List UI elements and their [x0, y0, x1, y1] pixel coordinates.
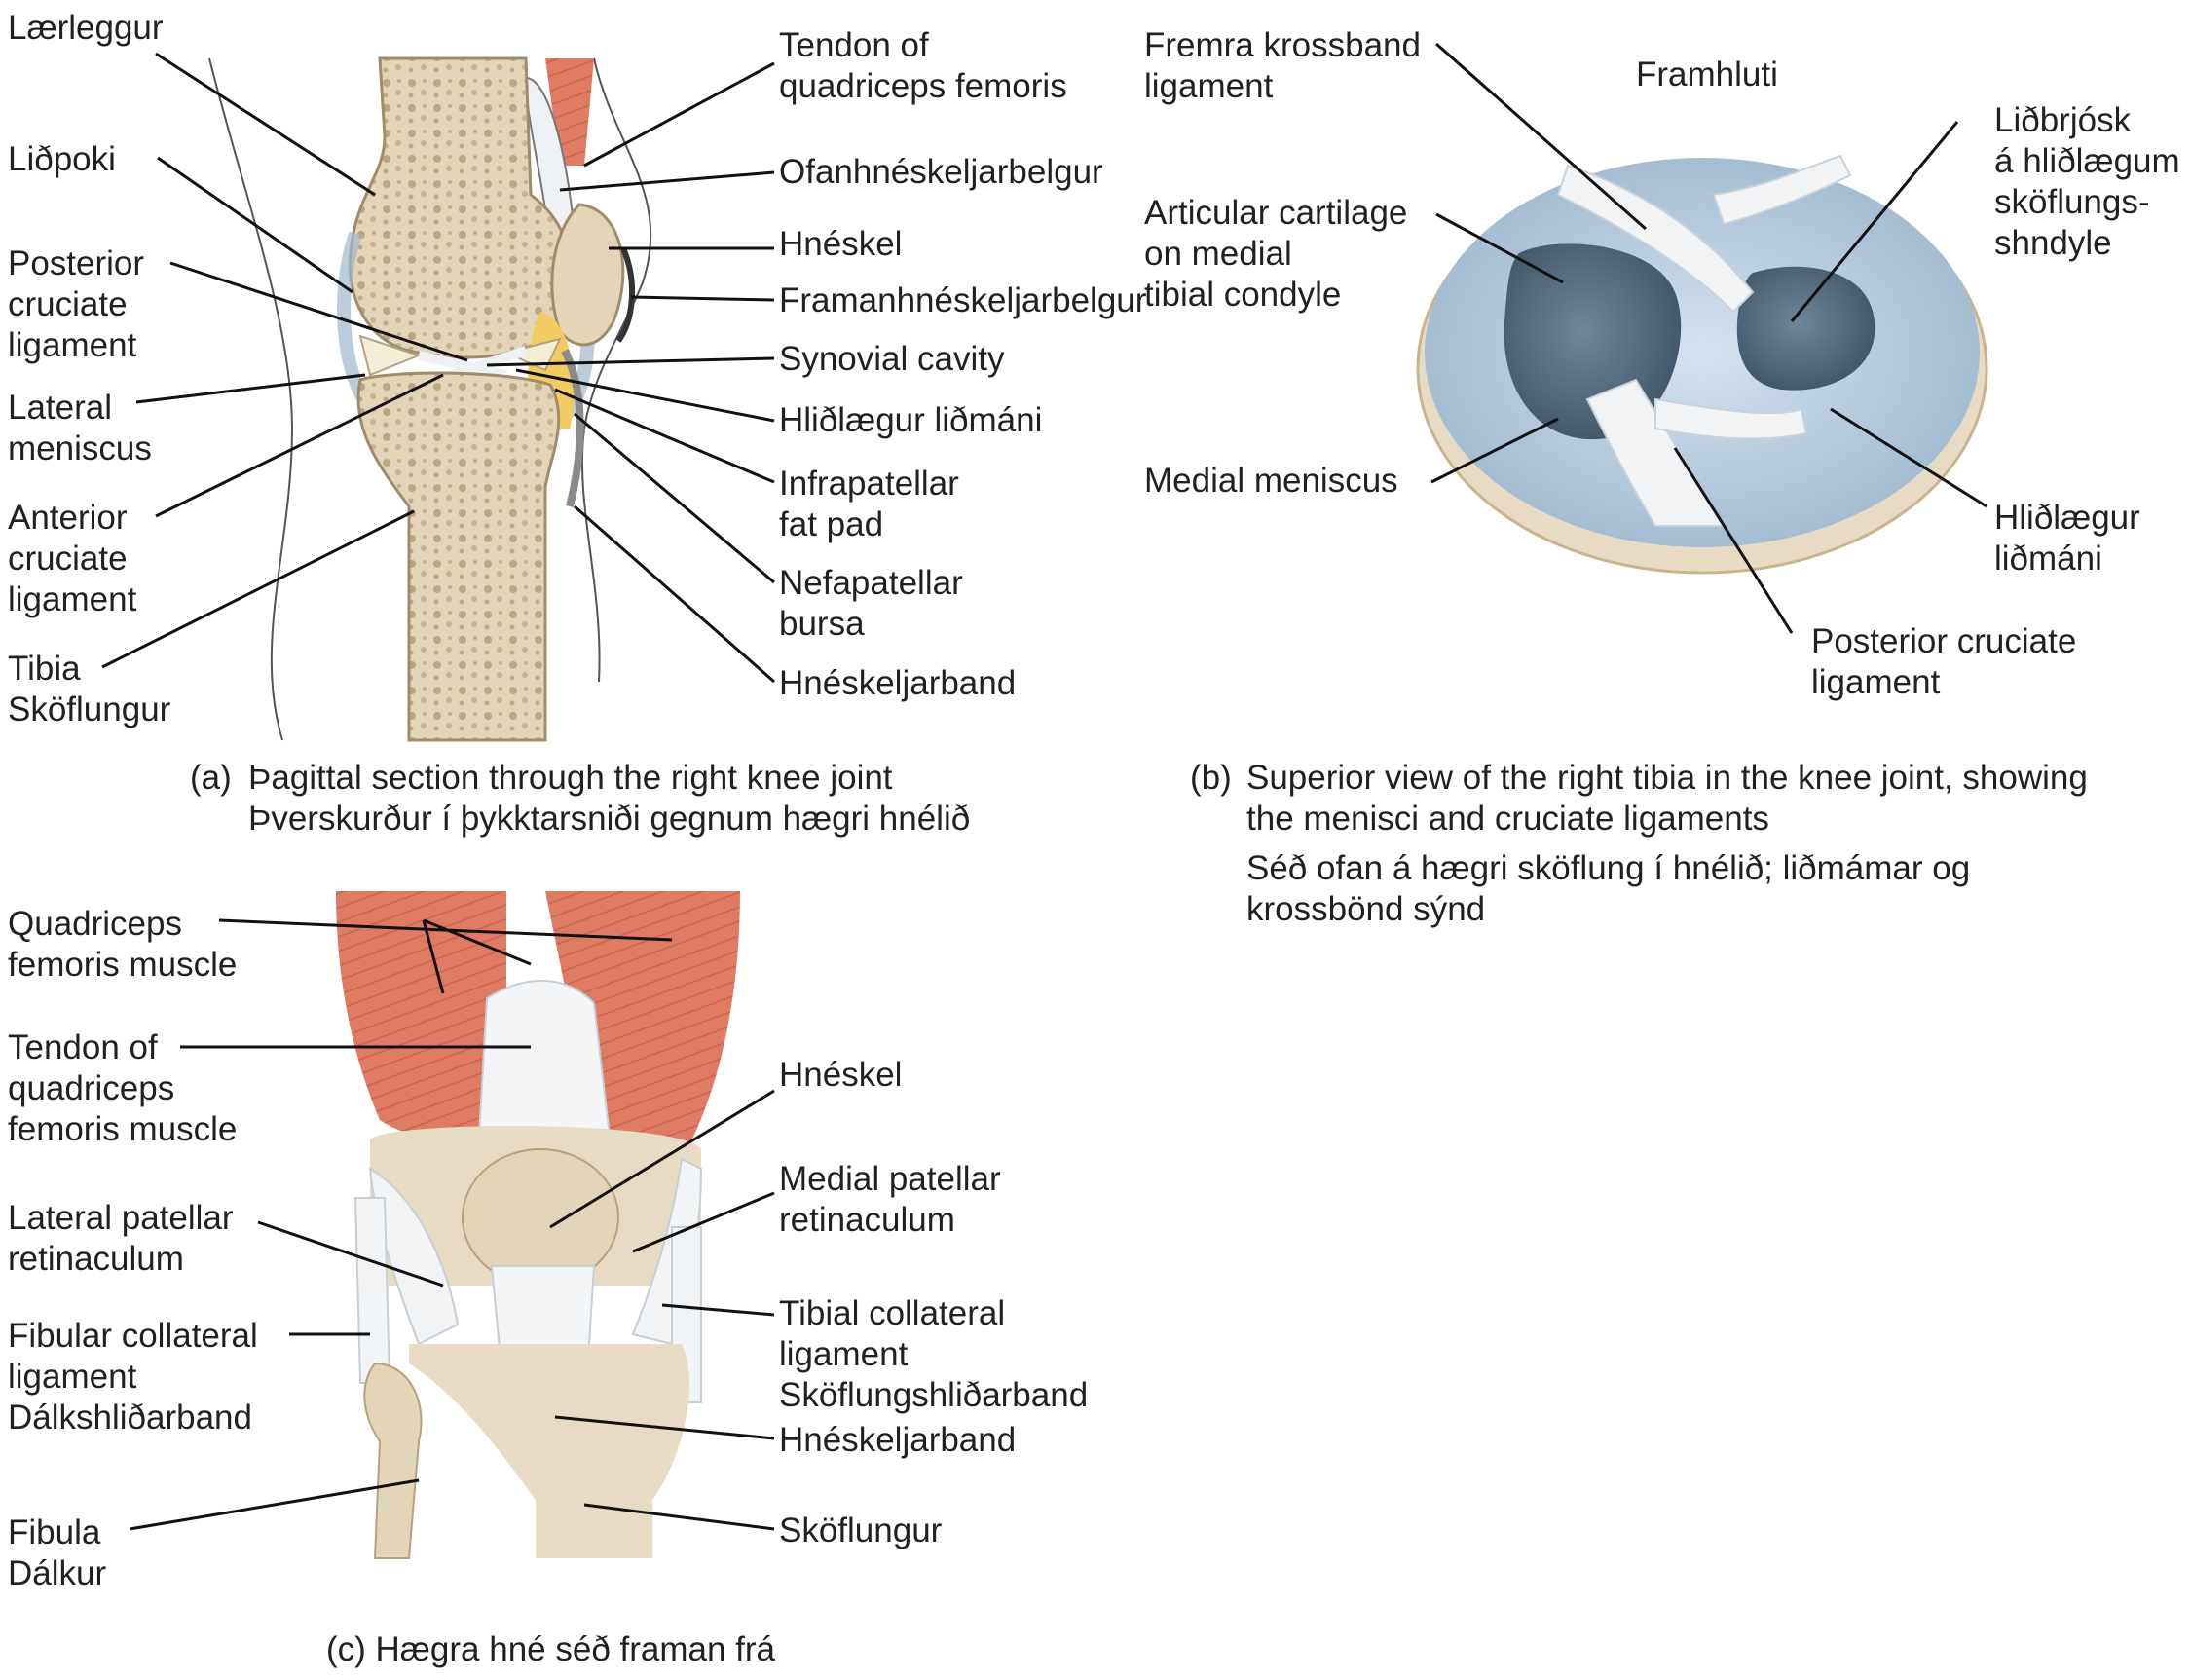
caption-b-line-4: krossbönd sýnd: [1246, 890, 1485, 928]
panel-c-labels-right: Hnéskel Medial patellar retinaculum Tibi…: [779, 1056, 1088, 1549]
caption-a-line-2: Þverskurður í þykktarsniði gegnum hægri …: [248, 800, 970, 838]
patellar-ligament: [561, 349, 584, 507]
label-quadriceps-tendon: Tendon of quadriceps femoris: [779, 26, 1067, 105]
meniscus-anterior-shape: [502, 337, 562, 372]
patella: [550, 203, 625, 347]
fibula: [363, 1362, 423, 1559]
panel-c-leaders: [129, 918, 775, 1531]
panel-c-anterior-view: [336, 891, 740, 1559]
panel-b-labels: Framhluti Fremra krossband ligament Arti…: [1144, 26, 2189, 701]
caption-a-prefix: (a): [190, 759, 232, 797]
panel-a-caption: (a) Þagittal section through the right k…: [190, 759, 970, 838]
label-posterior-cruciate-ligament-b: Posterior cruciate ligament: [1811, 622, 2086, 701]
caption-a-line-1: Þagittal section through the right knee …: [248, 759, 893, 797]
tibia: [356, 371, 561, 742]
panel-a-labels-right: Tendon of quadriceps femoris Ofanhnéskel…: [779, 26, 1147, 702]
label-fibula: Fibula Dálkur: [8, 1513, 110, 1592]
label-medial-patellar-retinaculum: Medial patellar retinaculum: [779, 1160, 1010, 1239]
posterior-band-2: [1654, 397, 1808, 440]
label-articular-cartilage-medial: Articular cartilage on medial tibial con…: [1144, 194, 1417, 314]
lateral-meniscus-shape: [358, 334, 422, 377]
label-lateral-meniscus-b: Hliðlægur liðmáni: [1994, 499, 2150, 578]
label-infrapatellar-bursa: Nefapatellar bursa: [779, 564, 972, 643]
skin-outline-posterior: [208, 57, 294, 741]
label-quadriceps-tendon-c: Tendon of quadriceps femoris muscle: [8, 1028, 237, 1148]
label-quadriceps-femoris-muscle: Quadriceps femoris muscle: [8, 905, 237, 984]
tibia-c: [409, 1344, 690, 1558]
label-anterior-cruciate-ligament-b: Fremra krossband ligament: [1144, 26, 1430, 105]
label-patellar-ligament: Hnéskeljarband: [779, 664, 1016, 702]
skin-outline-anterior: [581, 57, 652, 683]
caption-b-line-2: the menisci and cruciate ligaments: [1246, 800, 1769, 838]
panel-a-sagittal-section: [208, 56, 652, 742]
label-anterior-cruciate-ligament: Anterior cruciate ligament: [8, 499, 137, 618]
prepatellar-bursa: [615, 246, 635, 343]
label-femur: Lærleggur: [8, 9, 164, 47]
label-prepatellar-bursa: Framanhnéskeljarbelgur: [779, 281, 1147, 319]
label-tibia: Tibia Sköflungur: [8, 650, 171, 728]
label-patella-c: Hnéskel: [779, 1056, 902, 1094]
ligament-band-cross: [1712, 154, 1852, 226]
label-lateral-patellar-retinaculum: Lateral patellar retinaculum: [8, 1199, 242, 1278]
label-patella: Hnéskel: [779, 225, 902, 263]
label-patellar-ligament-c: Hnéskeljarband: [779, 1421, 1016, 1459]
label-anterior-side: Framhluti: [1636, 56, 1778, 93]
caption-b-prefix: (b): [1190, 759, 1232, 797]
panel-a-labels-left: Lærleggur Liðpoki Posterior cruciate lig…: [8, 9, 171, 728]
label-articular-cartilage-lateral: Liðbrjósk á hliðlægum sköflungs- shndyle: [1994, 101, 2189, 262]
label-tibia-c: Sköflungur: [779, 1512, 943, 1549]
panel-b-leaders: [1430, 42, 1987, 634]
label-fibular-collateral-ligament: Fibular collateral ligament Dálkshliðarb…: [8, 1317, 268, 1437]
lateral-articular-cartilage: [1736, 266, 1875, 391]
fibular-collateral-ligament: [353, 1197, 391, 1384]
quadriceps-muscle-lateral: [336, 891, 506, 1139]
label-suprapatellar-bursa: Ofanhnéskeljarbelgur: [779, 153, 1103, 191]
label-lateral-meniscus: Lateral meniscus: [8, 389, 152, 467]
anterior-cruciate-band: [1556, 164, 1755, 314]
label-lateral-meniscus-right: Hliðlægur liðmáni: [779, 401, 1042, 439]
panel-b-superior-view: [1416, 154, 1988, 575]
label-joint-capsule: Liðpoki: [8, 140, 116, 178]
panel-c-labels-left: Quadriceps femoris muscle Tendon of quad…: [8, 905, 268, 1592]
quadriceps-tendon-c: [475, 979, 615, 1170]
label-medial-meniscus: Medial meniscus: [1144, 462, 1398, 500]
caption-b-line-1: Superior view of the right tibia in the …: [1246, 759, 2088, 797]
caption-c: (c) Hægra hné séð framan frá: [326, 1630, 776, 1668]
panel-b-caption: (b) Superior view of the right tibia in …: [1190, 759, 2088, 928]
label-posterior-cruciate-ligament: Posterior cruciate ligament: [8, 244, 154, 364]
label-infrapatellar-fat-pad: Infrapatellar fat pad: [779, 465, 969, 543]
caption-b-line-3: Séð ofan á hægri sköflung í hnélið; liðm…: [1246, 849, 1970, 887]
label-synovial-cavity: Synovial cavity: [779, 340, 1005, 378]
panel-a-leaders: [101, 52, 775, 684]
label-tibial-collateral-ligament: Tibial collateral ligament Sköflungshlið…: [779, 1294, 1088, 1414]
